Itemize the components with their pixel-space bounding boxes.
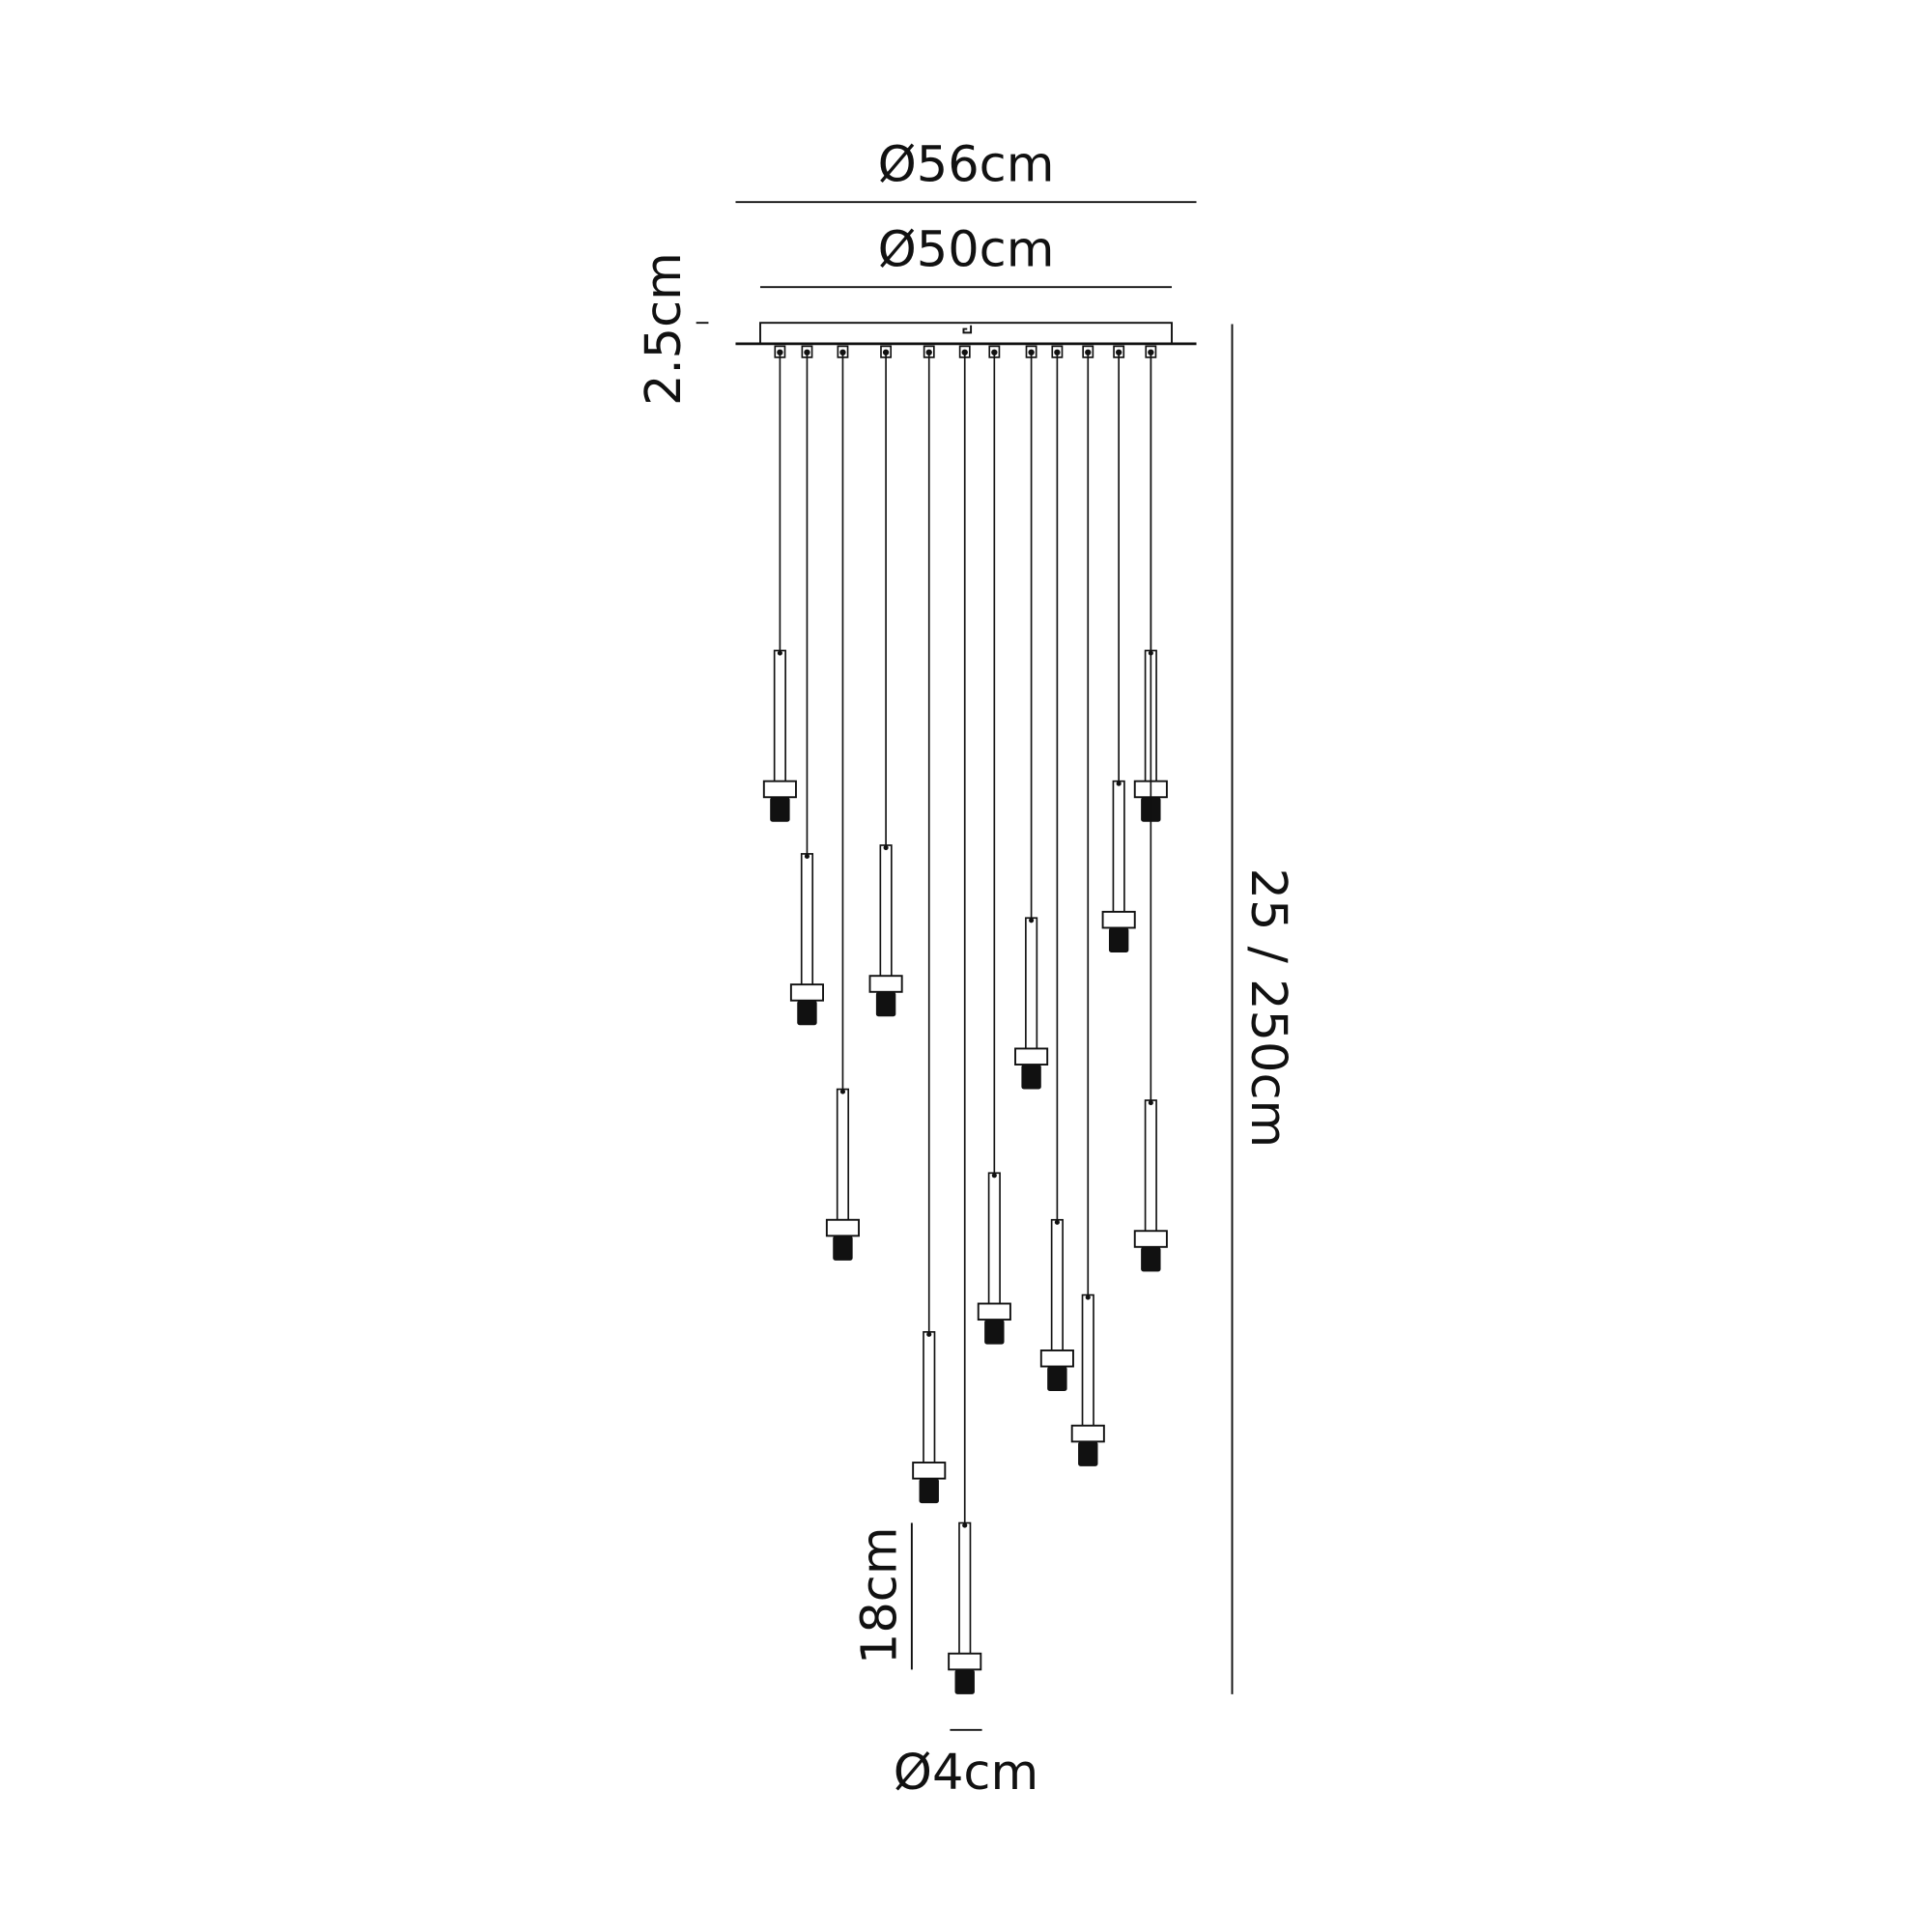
drop-label: 25 / 250cm bbox=[1239, 868, 1296, 1149]
pendant-tube bbox=[800, 853, 814, 987]
pendant-ring bbox=[868, 975, 903, 993]
pendant-bulb-icon bbox=[875, 991, 896, 1017]
pendant-bulb-icon bbox=[1078, 1441, 1098, 1466]
pendant-tube bbox=[1050, 1218, 1064, 1353]
pendant-port-dot bbox=[991, 349, 998, 355]
pendant-tube-dot bbox=[839, 1089, 845, 1094]
pendant-port-dot bbox=[1148, 349, 1154, 355]
pendant-port-dot bbox=[777, 349, 783, 355]
canopy-screw-icon bbox=[962, 325, 973, 334]
pendant-port-dot bbox=[882, 349, 890, 355]
pendant-port-dot bbox=[1085, 349, 1092, 355]
pendant-tube bbox=[958, 1521, 972, 1656]
pendant-bulb-icon bbox=[770, 797, 790, 822]
pendant-ring bbox=[825, 1218, 860, 1237]
pendant-ring bbox=[1133, 1230, 1168, 1248]
inner-diameter-label: Ø50cm bbox=[878, 222, 1055, 279]
outer-diameter-label: Ø56cm bbox=[878, 137, 1055, 194]
pendant-port-dot bbox=[1054, 349, 1061, 355]
pendant-tube bbox=[987, 1172, 1001, 1306]
pendant-tube-dot bbox=[926, 1331, 932, 1337]
pendant-diameter-label: Ø4cm bbox=[894, 1745, 1038, 1802]
pendant-bulb-icon bbox=[919, 1478, 939, 1504]
pendant-ring bbox=[1101, 910, 1136, 929]
pendant-tube bbox=[836, 1088, 850, 1222]
pendant-tube-dot bbox=[883, 845, 889, 851]
pendant-bulb-icon bbox=[833, 1236, 853, 1261]
pendant-bulb-icon bbox=[1141, 1246, 1161, 1272]
pendant-bulb-icon bbox=[954, 1669, 975, 1694]
pendant-height-label: 18cm bbox=[851, 1526, 908, 1664]
pendant-port-dot bbox=[804, 349, 810, 355]
pendant-bulb-icon bbox=[1047, 1366, 1067, 1392]
pendant-tube bbox=[1025, 917, 1038, 1051]
pendant-tube-dot bbox=[962, 1522, 968, 1528]
pendant-bulb-icon bbox=[984, 1320, 1005, 1345]
pendant-port-dot bbox=[1028, 349, 1035, 355]
pendant-ring bbox=[1039, 1350, 1074, 1368]
pendant-port-dot bbox=[1115, 349, 1122, 355]
pendant-tube-dot bbox=[777, 650, 782, 656]
pendant-ring bbox=[948, 1652, 982, 1671]
pendant-ring bbox=[1070, 1424, 1105, 1443]
pendant-port-dot bbox=[961, 349, 968, 355]
pendant-bulb-icon bbox=[1021, 1065, 1041, 1090]
pendant-port-dot bbox=[839, 349, 846, 355]
pendant-tube-dot bbox=[1029, 918, 1035, 923]
pendant-bulb-icon bbox=[1108, 927, 1129, 952]
pendant-ring bbox=[789, 983, 824, 1002]
pendant-tube-dot bbox=[991, 1173, 997, 1179]
pendant-tube bbox=[879, 844, 893, 979]
pendant-tube-dot bbox=[1085, 1294, 1091, 1300]
pendant-tube bbox=[1112, 780, 1125, 914]
pendant-ring bbox=[912, 1462, 947, 1480]
pendant-ring bbox=[762, 780, 797, 799]
pendant-tube bbox=[1081, 1293, 1094, 1428]
pendant-port-dot bbox=[925, 349, 932, 355]
pendant-bulb-icon bbox=[797, 1000, 817, 1026]
pendant-ring bbox=[1014, 1047, 1049, 1065]
pendant-tube-dot bbox=[1054, 1219, 1060, 1225]
pendant-tube bbox=[1144, 1099, 1157, 1234]
canopy-height-label: 2.5cm bbox=[636, 252, 693, 406]
pendant-tube-dot bbox=[804, 853, 810, 860]
pendant-tube bbox=[773, 649, 786, 783]
pendant-tube bbox=[923, 1330, 936, 1465]
pendant-tube-dot bbox=[1148, 1100, 1153, 1106]
pendant-tube-dot bbox=[1116, 781, 1122, 786]
pendants bbox=[762, 345, 1168, 1694]
pendant-ring bbox=[977, 1302, 1011, 1321]
